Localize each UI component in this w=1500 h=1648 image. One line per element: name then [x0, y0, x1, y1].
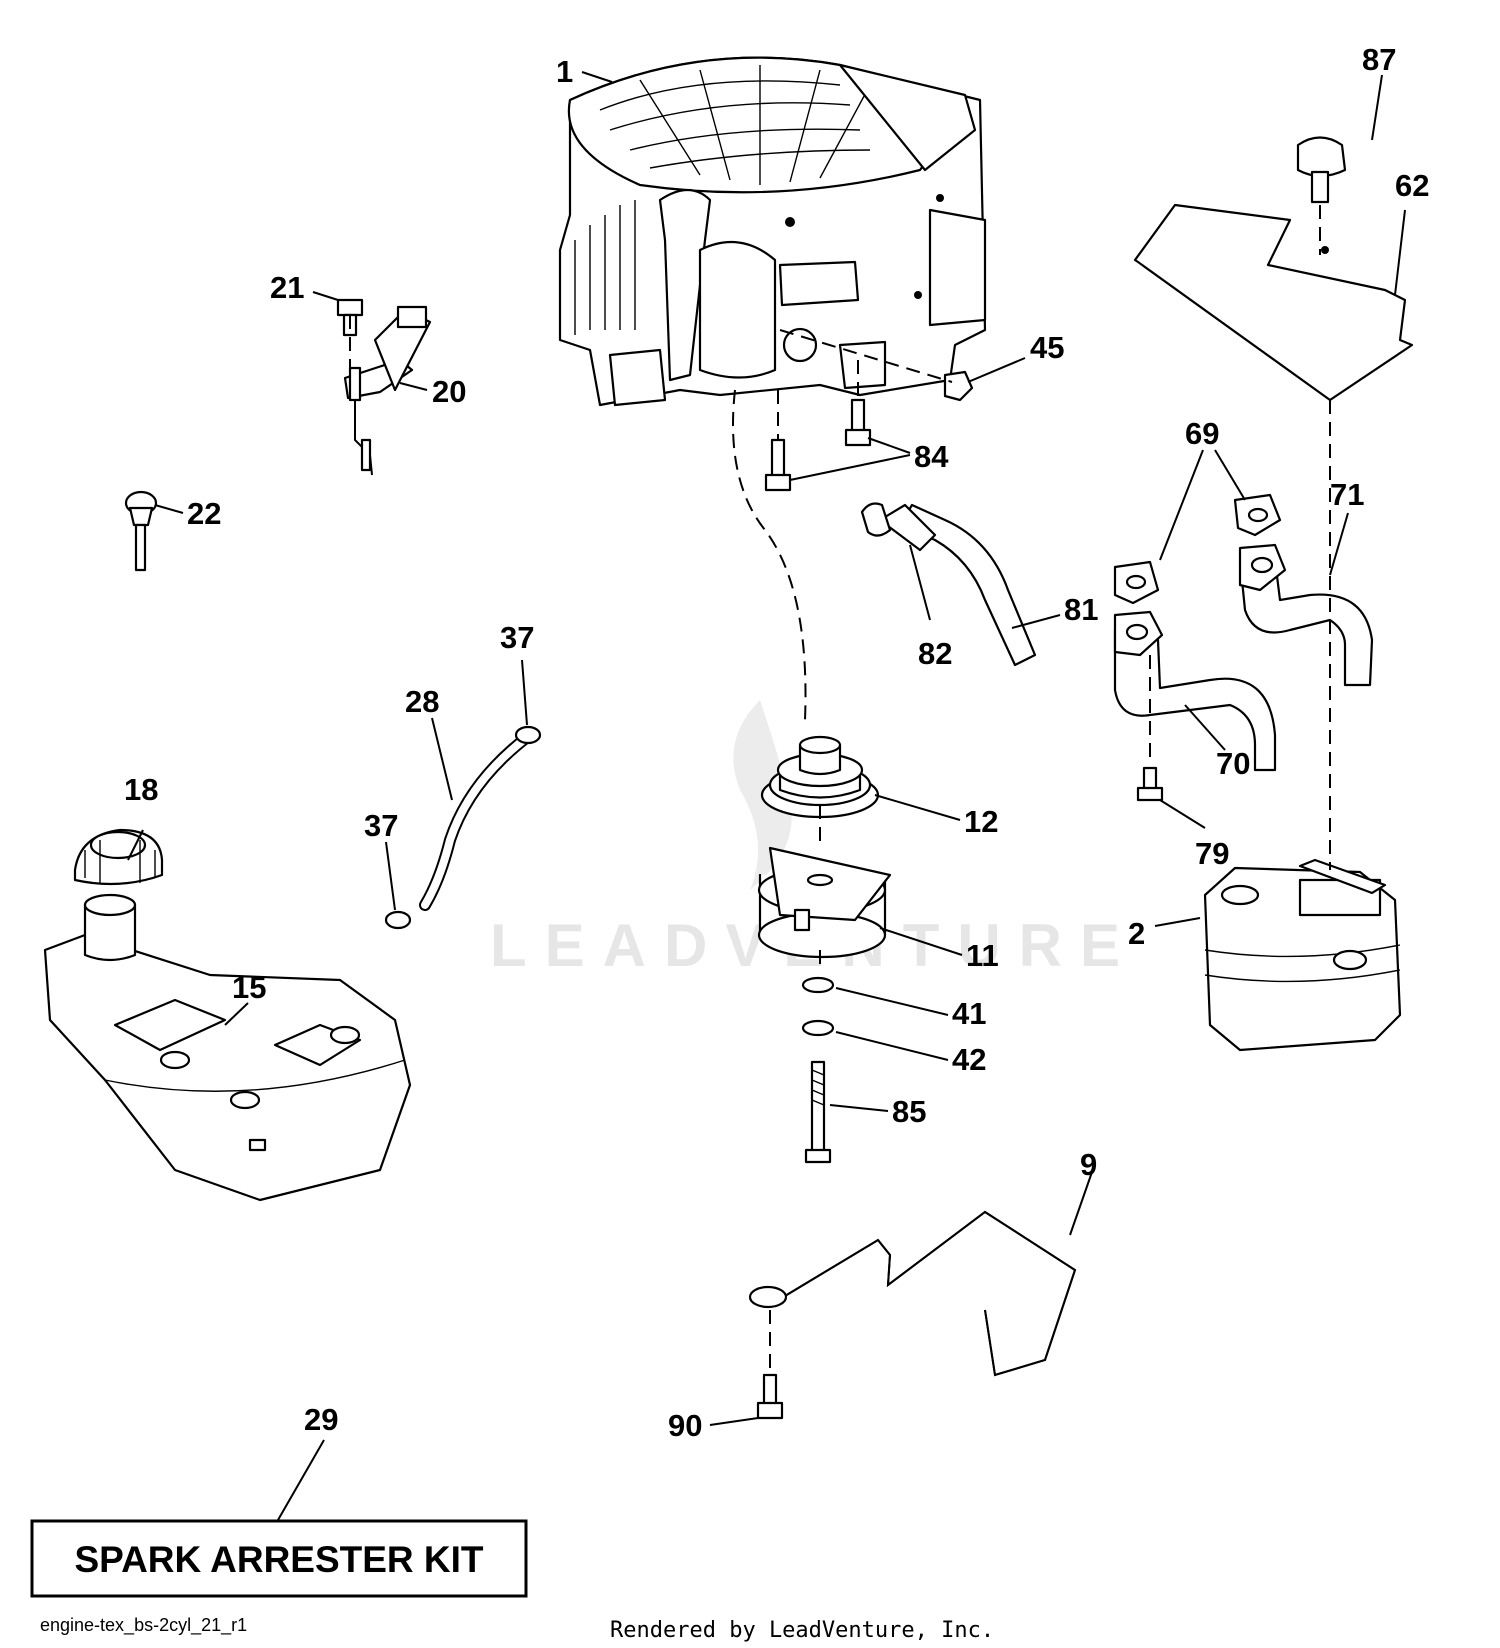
- callout-21: 21: [270, 270, 304, 305]
- spark-arrester-kit-box: SPARK ARRESTER KIT: [30, 1519, 528, 1598]
- callout-79: 79: [1195, 836, 1229, 871]
- callout-90: 90: [668, 1408, 702, 1443]
- fuel-line: [419, 729, 536, 911]
- callout-11: 11: [966, 938, 999, 973]
- callout-69: 69: [1185, 416, 1219, 451]
- callout-29: 29: [304, 1402, 338, 1437]
- engine-bolts: [764, 398, 872, 492]
- callout-45: 45: [1030, 330, 1064, 365]
- callout-37-lower: 37: [364, 808, 398, 843]
- pulley: [760, 735, 880, 819]
- choke-knob: [124, 490, 158, 572]
- callout-62: 62: [1395, 168, 1429, 203]
- callout-18: 18: [124, 772, 158, 807]
- hose-clamp-lower: [384, 910, 412, 930]
- callout-87: 87: [1362, 42, 1396, 77]
- fuel-tank: [43, 893, 412, 1202]
- callout-2: 2: [1128, 916, 1145, 951]
- callout-81: 81: [1064, 592, 1098, 627]
- cable-assembly: [748, 1210, 1077, 1377]
- exhaust-pipe-upper: [1238, 543, 1374, 687]
- nut: [943, 370, 974, 402]
- callout-85: 85: [892, 1094, 926, 1129]
- pto-clutch: [757, 846, 892, 959]
- callout-12: 12: [964, 804, 998, 839]
- clutch-bolt: [804, 1060, 832, 1164]
- callout-15: 15: [232, 970, 266, 1005]
- callout-28: 28: [405, 684, 439, 719]
- muffler: [1203, 858, 1402, 1052]
- diagram-id: engine-tex_bs-2cyl_21_r1: [40, 1615, 247, 1636]
- muffler-heat-shield: [1133, 203, 1414, 402]
- callout-82: 82: [918, 636, 952, 671]
- throttle-control: [343, 305, 432, 476]
- engine: [558, 56, 987, 407]
- exhaust-gaskets: [1113, 493, 1282, 605]
- washer-lock: [801, 1019, 835, 1037]
- assembly-line-engine-pulley: [732, 389, 807, 721]
- callout-37-upper: 37: [500, 620, 534, 655]
- washer-flat: [801, 976, 835, 994]
- breather-tube: [860, 502, 1037, 667]
- callout-41: 41: [952, 996, 986, 1031]
- hose-clamp-upper: [514, 725, 542, 745]
- exhaust-pipe-lower: [1113, 610, 1277, 772]
- callout-84: 84: [914, 439, 949, 474]
- assembly-line-nut: [779, 329, 953, 383]
- cable-bolt: [756, 1373, 784, 1420]
- rendered-by-footer: Rendered by LeadVenture, Inc.: [610, 1618, 994, 1643]
- exhaust-bolt: [1136, 766, 1164, 802]
- leader-lines: [127, 71, 1406, 1521]
- callout-20: 20: [432, 374, 466, 409]
- shield-bolt: [1296, 136, 1347, 204]
- callout-42: 42: [952, 1042, 986, 1077]
- callout-22: 22: [187, 496, 221, 531]
- callout-71: 71: [1330, 477, 1364, 512]
- callout-70: 70: [1216, 746, 1250, 781]
- spark-arrester-kit-label: SPARK ARRESTER KIT: [74, 1539, 483, 1580]
- callout-1: 1: [556, 54, 573, 89]
- fuel-cap: [73, 828, 164, 886]
- callout-9: 9: [1080, 1147, 1097, 1182]
